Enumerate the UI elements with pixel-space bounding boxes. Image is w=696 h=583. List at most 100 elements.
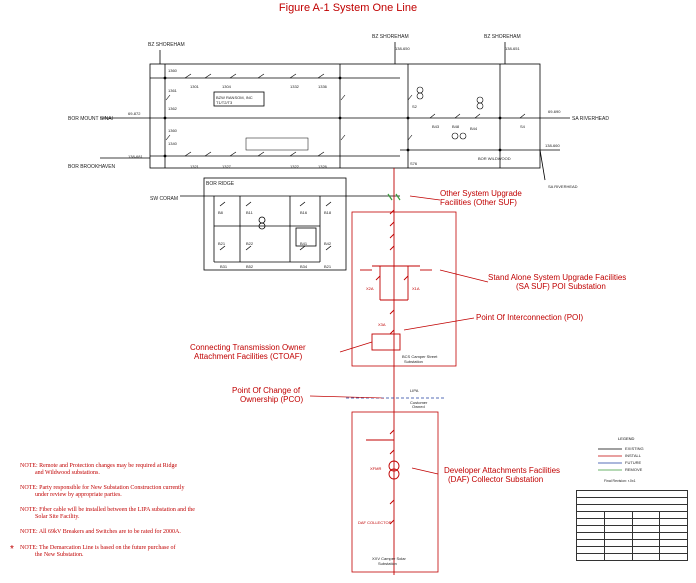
- table-row: [576, 518, 688, 526]
- svg-text:1340: 1340: [168, 141, 178, 146]
- table-cell: [631, 546, 661, 554]
- label-customer-1: Customer: [410, 400, 428, 405]
- table-cell: [631, 525, 661, 533]
- table-cell: [631, 518, 661, 526]
- svg-text:138-660: 138-660: [545, 143, 560, 148]
- svg-text:B31: B31: [220, 264, 228, 269]
- svg-text:BOR WILDWOOD: BOR WILDWOOD: [478, 156, 511, 161]
- table-cell: [576, 504, 688, 512]
- table-cell: [631, 539, 661, 547]
- legend-label-existing: EXISTING: [625, 446, 644, 451]
- label-other-suf-2: Facilities (Other SUF): [440, 198, 517, 207]
- label-pco-1: Point Of Change of: [232, 386, 301, 395]
- svg-text:B44: B44: [470, 126, 478, 131]
- svg-text:B8: B8: [218, 210, 224, 215]
- label-sa-suf-1: Stand Alone System Upgrade Facilities: [488, 273, 626, 282]
- ridge-substation: [180, 177, 400, 271]
- label-coram: SW CORAM: [150, 196, 178, 202]
- table-cell: [603, 546, 633, 554]
- svg-text:B52: B52: [246, 264, 254, 269]
- table-cell: [576, 532, 605, 540]
- label-sa-suf: Stand Alone System Upgrade Facilities (S…: [488, 273, 629, 291]
- table-cell: [603, 539, 633, 547]
- revision-table: [576, 490, 688, 561]
- annotation-leaders: [309, 195, 489, 475]
- svg-text:1360: 1360: [168, 128, 178, 133]
- table-row: [576, 497, 688, 505]
- svg-text:B42: B42: [324, 241, 332, 246]
- label-calverton-2: Substation: [404, 359, 423, 364]
- svg-text:B21: B21: [218, 241, 226, 246]
- svg-text:69-690: 69-690: [548, 109, 561, 114]
- label-bz-shoreham-line: BZ SHOREHAM: [372, 34, 409, 40]
- svg-text:B43: B43: [432, 124, 440, 129]
- table-cell: [576, 497, 688, 505]
- table-cell: [603, 525, 633, 533]
- svg-text:X2A: X2A: [366, 286, 374, 291]
- svg-text:B21: B21: [324, 264, 332, 269]
- svg-text:1321: 1321: [190, 164, 200, 169]
- table-cell: [603, 518, 633, 526]
- table-cell: [631, 511, 661, 519]
- table-cell: [576, 546, 605, 554]
- label-ridge: BOR RIDGE: [206, 181, 235, 187]
- svg-text:1336: 1336: [318, 84, 328, 89]
- svg-text:B18: B18: [324, 210, 332, 215]
- svg-text:SA RIVERHEAD: SA RIVERHEAD: [548, 184, 578, 189]
- legend-label-install: INSTALL: [625, 453, 642, 458]
- table-row: [576, 539, 688, 547]
- label-bz-shoreham-right: BZ SHOREHAM: [484, 34, 521, 40]
- svg-text:B11: B11: [246, 210, 254, 215]
- table-cell: [576, 511, 605, 519]
- label-brookhaven: BOR BROOKHAVEN: [68, 164, 116, 170]
- remove-marks: [387, 193, 401, 201]
- svg-text:B41: B41: [300, 241, 308, 246]
- label-other-suf-1: Other System Upgrade: [440, 189, 522, 198]
- note-4: NOTE: All 69kV Breakers and Switches are…: [20, 529, 181, 535]
- existing-transmission-system: [100, 42, 570, 181]
- svg-text:B22: B22: [246, 241, 254, 246]
- table-row: [576, 525, 688, 533]
- note-1: NOTE: Remote and Protection changes may …: [20, 463, 178, 476]
- svg-text:1327: 1327: [222, 164, 232, 169]
- table-row: [576, 546, 688, 554]
- new-interconnection-line: [360, 168, 432, 575]
- table-cell: [659, 511, 688, 519]
- svg-text:S2: S2: [412, 104, 418, 109]
- table-cell: [603, 532, 633, 540]
- label-poi: Point Of Interconnection (POI): [476, 313, 583, 322]
- table-cell: [576, 518, 605, 526]
- label-mount-sinai: BOR MOUNT SINAI: [68, 116, 113, 122]
- table-cell: [659, 539, 688, 547]
- label-sa-suf-2: (SA SUF) POI Substation: [516, 282, 606, 291]
- table-row: [576, 511, 688, 519]
- table-row: [576, 553, 688, 561]
- table-cell: [603, 511, 633, 519]
- label-pco: Point Of Change of Ownership (PCO): [232, 386, 303, 404]
- svg-text:S76: S76: [410, 161, 418, 166]
- label-daf: Developer Attachments Facilities (DAF) C…: [444, 466, 562, 484]
- label-solar-sub-2: Substation: [378, 561, 397, 566]
- svg-text:1332: 1332: [290, 84, 300, 89]
- svg-text:138-681: 138-681: [128, 154, 143, 159]
- legend-title: LEGEND: [618, 436, 635, 441]
- table-cell: [631, 532, 661, 540]
- svg-text:69-872: 69-872: [128, 111, 141, 116]
- svg-text:138-651: 138-651: [505, 46, 520, 51]
- label-pco-2: Ownership (PCO): [240, 395, 303, 404]
- label-ctoaf-1: Connecting Transmission Owner: [190, 343, 306, 352]
- legend-label-remove: REMOVE: [625, 467, 643, 472]
- label-solar-sub-1: XXV Camper Solar: [372, 556, 406, 561]
- table-row: [576, 504, 688, 512]
- svg-text:B48: B48: [452, 124, 460, 129]
- svg-text:1322: 1322: [290, 164, 300, 169]
- svg-text:DAF COLLECTOR: DAF COLLECTOR: [358, 520, 392, 525]
- table-cell: [659, 532, 688, 540]
- label-riverhead: SA RIVERHEAD: [572, 116, 609, 122]
- label-other-suf: Other System Upgrade Facilities (Other S…: [440, 189, 524, 207]
- label-ctoaf: Connecting Transmission Owner Attachment…: [190, 343, 308, 361]
- label-customer: Customer Owned: [410, 400, 428, 409]
- table-cell: [659, 546, 688, 554]
